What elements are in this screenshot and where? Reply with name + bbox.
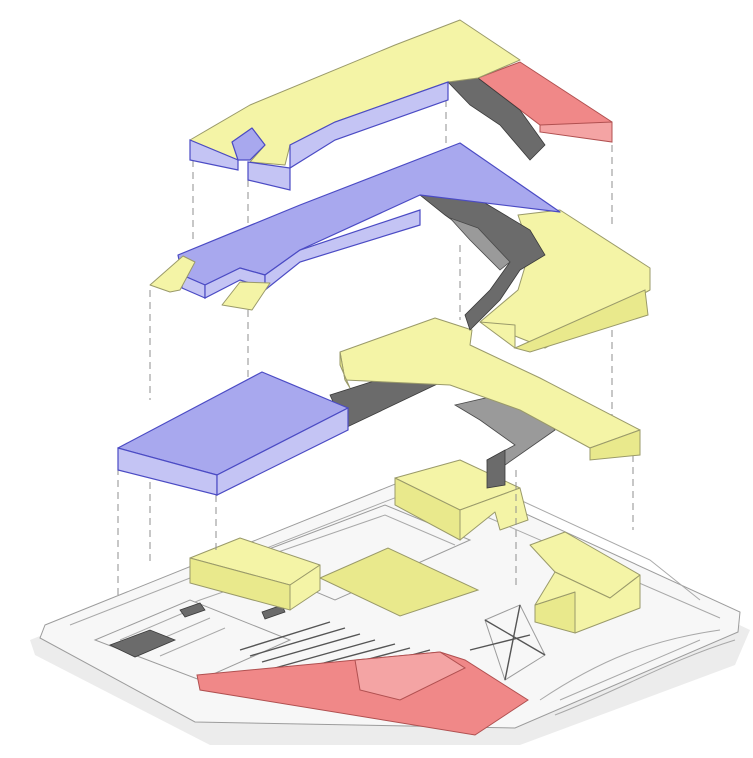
roof-level-layer: [190, 20, 612, 190]
upper-floor-layer: [150, 143, 650, 352]
middle-stair-shaft: [487, 450, 505, 488]
middle-floor-layer: [118, 318, 640, 495]
middle-blue-slab: [118, 372, 348, 495]
ground-site-layer: [30, 460, 750, 745]
